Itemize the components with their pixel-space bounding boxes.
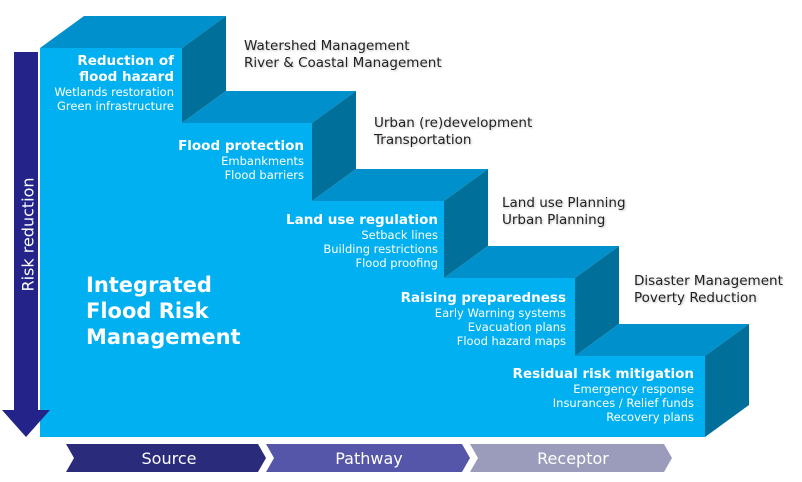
main-title-line: Management [86, 325, 241, 349]
step-item: Green infrastructure [57, 99, 174, 113]
chain-source: Source [141, 449, 197, 468]
stair-side-face [182, 16, 226, 123]
step-title: Land use regulation [286, 212, 438, 228]
step-item: Recovery plans [606, 410, 694, 424]
step-item: Setback lines [361, 228, 438, 242]
sector-group-2: Urban (re)development Transportation [374, 115, 532, 149]
step-flood-protection: Flood protection Embankments Flood barri… [178, 138, 304, 182]
sector-group-4: Disaster Management Poverty Reduction [634, 273, 783, 307]
stair-side-face [575, 246, 619, 356]
chevron-source [66, 444, 266, 472]
step-reduction-of-flood-hazard: Reduction of flood hazard Wetlands resto… [54, 53, 174, 113]
main-title: Integrated Flood Risk Management [86, 272, 241, 350]
stair-top-face [312, 169, 488, 201]
step-item: Flood barriers [224, 168, 304, 182]
chain-pathway: Pathway [335, 449, 403, 468]
sector-group-3: Land use Planning Urban Planning [502, 195, 626, 229]
risk-reduction-arrow [2, 52, 50, 437]
chevron-receptor [470, 444, 672, 472]
sector-label: River & Coastal Management [244, 55, 442, 71]
step-item: Early Warning systems [434, 306, 566, 320]
sector-label: Urban (re)development [374, 115, 533, 131]
stair-top-face [40, 16, 226, 48]
sector-label: Urban Planning [502, 212, 606, 228]
stair-side-face [705, 324, 749, 437]
chevron-pathway [266, 444, 470, 472]
sector-label: Disaster Management [634, 273, 783, 289]
step-title: Raising preparedness [400, 290, 566, 306]
stair-side-face [312, 91, 356, 201]
step-item: Embankments [221, 154, 304, 168]
step-item: Wetlands restoration [54, 85, 174, 99]
step-title: Flood protection [178, 138, 304, 154]
stair-top-face [182, 91, 356, 123]
step-title: Residual risk mitigation [512, 366, 694, 382]
main-title-line: Flood Risk [86, 299, 209, 323]
stair-side-face [444, 169, 488, 278]
stair-top-face [444, 246, 619, 278]
sector-label: Land use Planning [502, 195, 626, 211]
step-item: Flood hazard maps [456, 334, 566, 348]
step-item: Flood proofing [355, 256, 438, 270]
sector-group-1: Watershed Management River & Coastal Man… [244, 38, 442, 72]
step-item: Insurances / Relief funds [552, 396, 694, 410]
step-title: Reduction of [77, 53, 174, 69]
axis-label: Risk reduction [18, 177, 38, 292]
step-item: Emergency response [573, 382, 694, 396]
step-raising-preparedness: Raising preparedness Early Warning syste… [401, 290, 566, 348]
sector-label: Poverty Reduction [634, 290, 757, 306]
step-item: Evacuation plans [467, 320, 566, 334]
step-land-use-regulation: Land use regulation Setback lines Buildi… [286, 212, 438, 270]
step-title: flood hazard [79, 69, 174, 85]
sector-label: Transportation [374, 132, 472, 148]
step-residual-risk-mitigation: Residual risk mitigation Emergency respo… [513, 366, 694, 424]
stair-top-face [575, 324, 749, 356]
sector-label: Watershed Management [244, 38, 410, 54]
main-title-line: Integrated [86, 273, 212, 297]
stair-front-face [40, 48, 705, 437]
step-item: Building restrictions [323, 242, 438, 256]
chain-receptor: Receptor [537, 449, 609, 468]
